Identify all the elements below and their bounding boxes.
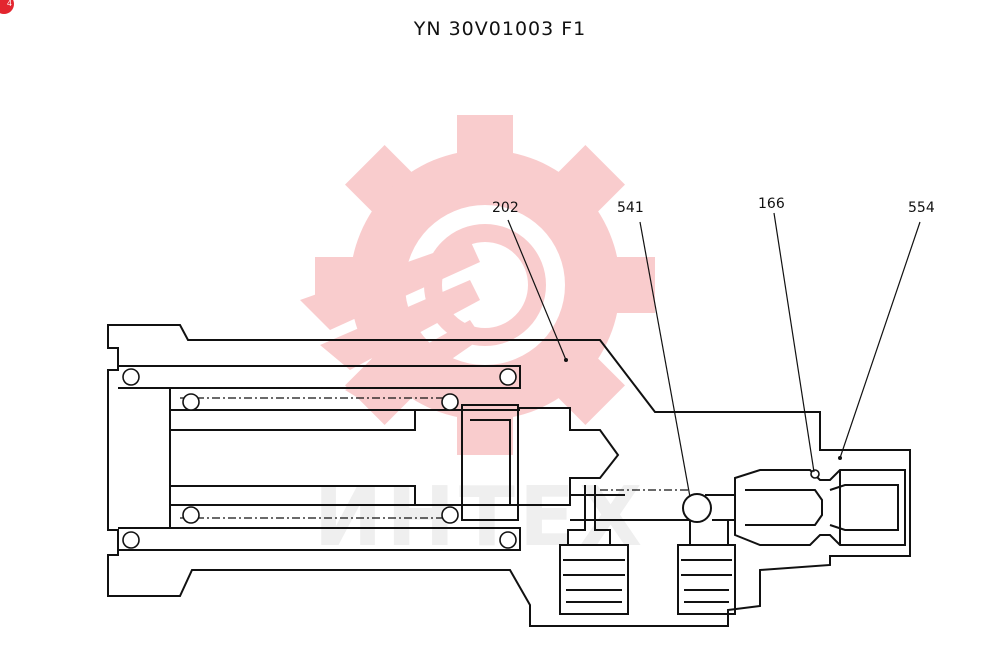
hidden-lines xyxy=(118,387,690,529)
page-badge: 4 xyxy=(0,0,14,14)
check-ball xyxy=(682,493,712,523)
seals xyxy=(122,368,820,549)
callout-554: 554 xyxy=(908,200,935,216)
callout-166: 166 xyxy=(758,196,785,212)
callout-541: 541 xyxy=(617,200,644,216)
leader-dots xyxy=(564,358,842,460)
valve-body xyxy=(107,324,911,627)
callout-202: 202 xyxy=(492,200,519,216)
drawing-title: YN 30V01003 F1 xyxy=(413,18,587,40)
leader-lines xyxy=(507,212,921,498)
